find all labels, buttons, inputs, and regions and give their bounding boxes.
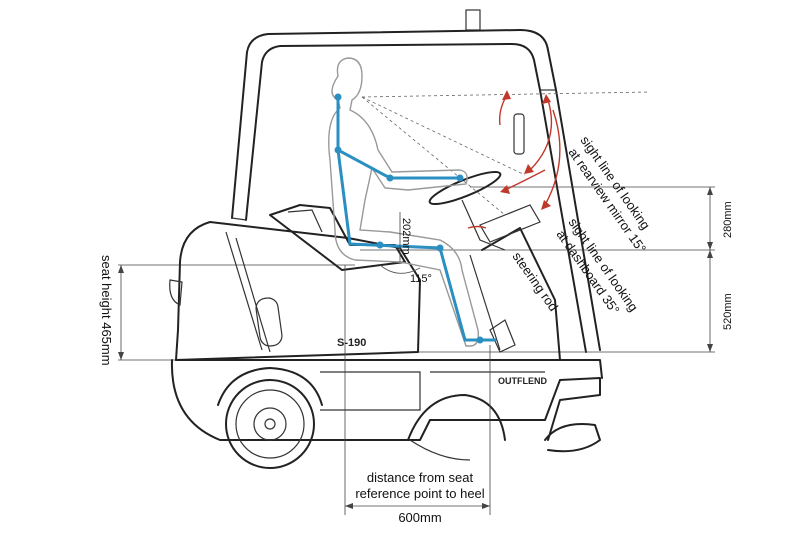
rearview-mirror: [513, 113, 525, 155]
cabin-frame: [231, 9, 601, 353]
brand-label: OUTFLEND: [498, 376, 547, 386]
beacon-light: [465, 9, 481, 31]
vehicle-body: [169, 113, 603, 461]
dashboard: [479, 204, 541, 243]
height-520-label: 520mm: [722, 293, 734, 330]
seat-height-label: seat height 465mm: [99, 255, 114, 366]
rear-wheel: [217, 367, 323, 469]
distance-value: 600mm: [398, 510, 441, 525]
distance-label-line2: reference point to heel: [355, 486, 484, 501]
driver-silhouette: [328, 57, 480, 347]
angle-115-label: 115°: [410, 273, 432, 285]
driver-skeleton: [334, 93, 497, 344]
vertical-202-label: 202mm: [400, 218, 412, 255]
distance-label-line1: distance from seat: [367, 470, 474, 485]
dimension-lines: [118, 187, 713, 515]
height-280-label: 280mm: [722, 201, 734, 238]
model-label: S-190: [337, 337, 366, 349]
sight-arrows: [467, 90, 561, 229]
angle-marks: [379, 212, 421, 274]
rear-grille: [255, 297, 283, 347]
